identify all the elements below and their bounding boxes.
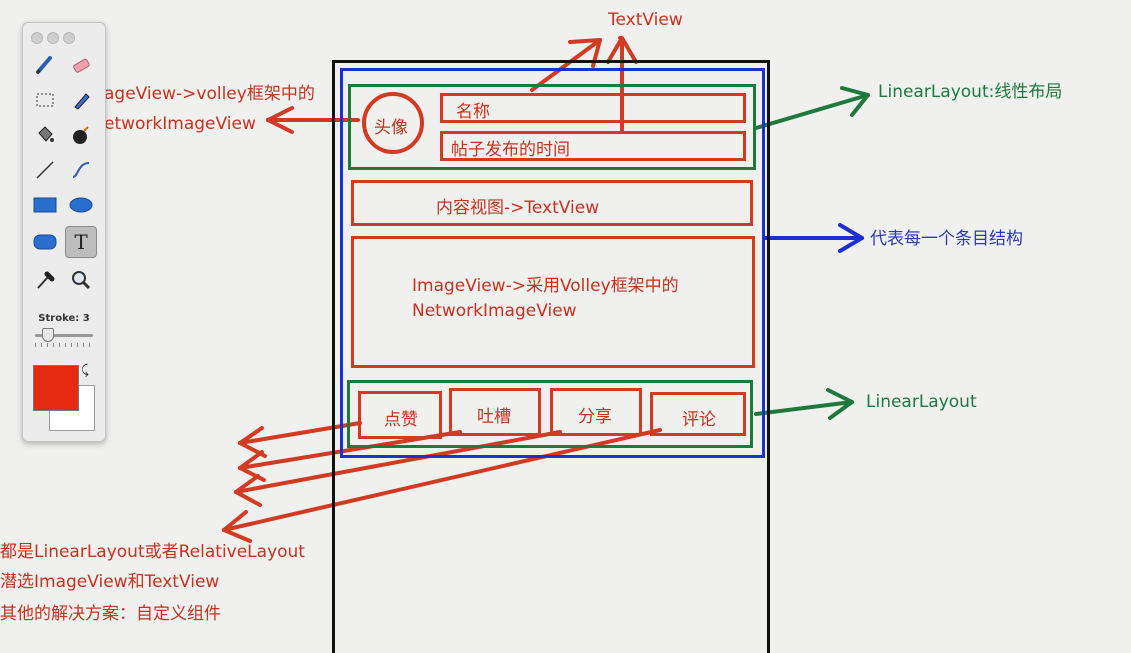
like-box [358,391,442,439]
rounded-rect-icon[interactable] [31,228,59,256]
item-structure-box [340,68,765,458]
name-label: 名称 [456,102,490,122]
comment-label: 评论 [682,410,716,430]
minimize-dot[interactable] [47,32,59,44]
stroke-label: Stroke: 3 [38,313,90,324]
comment-box [650,392,746,436]
eraser-icon[interactable] [67,51,95,79]
actions-linearlayout-box [347,380,753,448]
stroke-slider-ticks [35,343,93,347]
imageview-left-label-line1: ageView->volley框架中的 [104,84,315,104]
post-time-label: 帖子发布的时间 [451,140,570,160]
share-label: 分享 [578,407,612,427]
curve-icon[interactable] [67,156,95,184]
brush-icon[interactable] [31,51,59,79]
header-linearlayout-box [348,84,756,170]
textview-label: TextView [608,10,683,30]
content-label: 内容视图->TextView [436,198,600,218]
complain-label: 吐槽 [477,407,511,427]
like-label: 点赞 [384,410,418,430]
ellipse-icon[interactable] [67,191,95,219]
share-box [550,388,642,436]
paint-bucket-icon[interactable] [31,121,59,149]
complain-box [449,388,541,436]
magnifier-icon[interactable] [67,266,95,294]
phone-frame [332,60,770,653]
stroke-slider-thumb[interactable] [42,328,54,342]
linearlayout-top-label: LinearLayout:线性布局 [878,82,1063,102]
note-line-2: 潜选ImageView和TextView [0,572,220,592]
window-controls [31,29,79,48]
note-line-1: 都是LinearLayout或者RelativeLayout [0,542,305,562]
post-time-box [440,131,746,161]
drawing-toolbox[interactable]: T Stroke: 3 ⤹ [22,22,106,442]
pen-icon[interactable] [67,86,95,114]
note-line-3: 其他的解决方案：自定义组件 [0,604,221,624]
rectangle-icon[interactable] [31,191,59,219]
content-box [351,180,753,226]
marquee-icon[interactable] [31,86,59,114]
swap-colors-icon[interactable]: ⤹ [81,363,89,378]
image-label-line1: ImageView->采用Volley框架中的 [412,276,679,296]
text-icon[interactable]: T [65,226,97,258]
image-label-line2: NetworkImageView [412,301,577,321]
avatar-circle [362,92,424,154]
image-box [351,236,755,368]
name-box [440,93,746,123]
line-icon[interactable] [31,156,59,184]
zoom-dot[interactable] [63,32,75,44]
close-dot[interactable] [31,32,43,44]
avatar-label: 头像 [374,118,408,138]
linearlayout-bottom-label: LinearLayout [866,392,977,412]
item-structure-label: 代表每一个条目结构 [870,229,1023,249]
stroke-slider-track[interactable] [35,334,93,337]
bomb-icon[interactable] [67,121,95,149]
eyedropper-icon[interactable] [31,266,59,294]
foreground-color-swatch[interactable] [33,365,79,411]
imageview-left-label-line2: etworkImageView [104,114,256,134]
